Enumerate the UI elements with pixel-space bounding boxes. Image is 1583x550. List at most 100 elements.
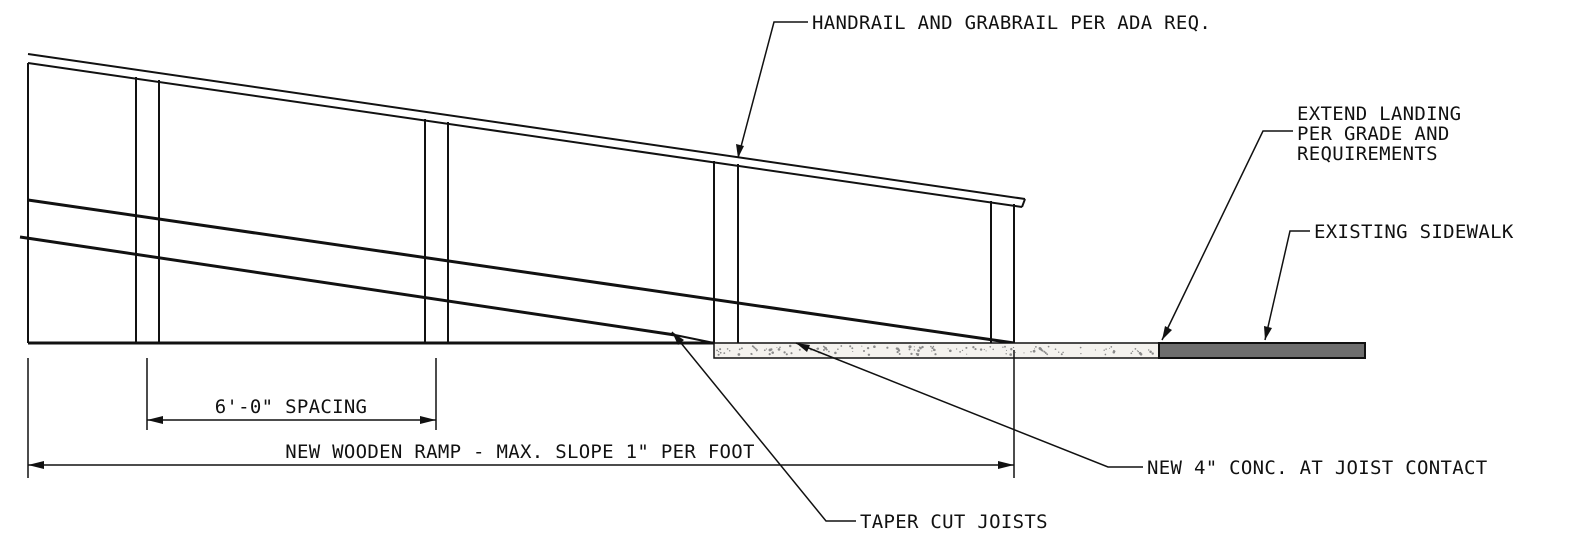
leader-landing (1161, 130, 1293, 341)
aggregate-dot (723, 352, 726, 354)
aggregate-dot (1112, 350, 1116, 354)
aggregate-dot (917, 349, 920, 352)
aggregate-dot (719, 348, 722, 351)
aggregate-dot (933, 349, 936, 351)
aggregate-dot (1110, 346, 1113, 348)
landing-label-line-2: PER GRADE AND (1297, 123, 1450, 145)
landing-label-line-1: EXTEND LANDING (1297, 103, 1461, 125)
aggregate-dot (919, 347, 922, 350)
leader-concrete (795, 342, 1143, 468)
aggregate-dot (1030, 351, 1032, 353)
aggregate-dot (948, 349, 952, 353)
aggregate-dot (1023, 352, 1025, 354)
aggregate-dot (1043, 350, 1046, 353)
aggregate-dot (770, 348, 773, 351)
aggregate-dot (961, 349, 964, 352)
aggregate-dot (790, 352, 793, 355)
aggregate-dot (1044, 352, 1047, 354)
aggregate-dot (921, 345, 924, 349)
aggregate-dot (1010, 348, 1013, 351)
aggregate-dot (763, 349, 766, 352)
aggregate-dot (1150, 351, 1152, 353)
aggregate-dot (1137, 350, 1139, 353)
aggregate-dot (913, 346, 915, 348)
aggregate-dot (755, 349, 758, 352)
aggregate-dot (1134, 348, 1137, 350)
aggregate-dot (765, 348, 767, 350)
aggregate-dot (896, 351, 899, 354)
aggregate-dot (837, 348, 839, 350)
aggregate-dot (840, 345, 843, 347)
leader-sidewalk (1264, 230, 1310, 341)
aggregate-dot (1079, 346, 1082, 349)
aggregate-dot (1131, 350, 1134, 353)
aggregate-dot (992, 348, 994, 351)
aggregate-dot (755, 348, 757, 350)
aggregate-dot (1062, 351, 1064, 354)
aggregate-dot (985, 350, 987, 352)
leader-handrail (736, 21, 808, 159)
aggregate-dot (828, 350, 830, 353)
aggregate-dot (1058, 351, 1060, 353)
rail-post (135, 77, 160, 343)
aggregate-dot (1033, 348, 1036, 350)
aggregate-dot (1032, 349, 1036, 353)
concrete-label: NEW 4" CONC. AT JOIST CONTACT (1147, 457, 1487, 479)
aggregate-dot (740, 347, 743, 350)
aggregate-dot (1147, 349, 1150, 351)
aggregate-dot (910, 352, 913, 356)
aggregate-dot (776, 347, 778, 348)
aggregate-dot (955, 348, 958, 350)
aggregate-dot (738, 348, 741, 351)
aggregate-dot (1041, 349, 1044, 352)
aggregate-dot (1004, 345, 1006, 348)
aggregate-dot (930, 345, 932, 348)
landing-label-line-3: REQUIREMENTS (1297, 143, 1438, 165)
aggregate-dot (972, 346, 975, 349)
aggregate-dot (918, 353, 920, 355)
aggregate-dot (768, 353, 771, 356)
handrail-label: HANDRAIL AND GRABRAIL PER ADA REQ. (812, 12, 1211, 34)
aggregate-dot (717, 353, 720, 356)
aggregate-dot (867, 353, 871, 357)
aggregate-dot (1094, 349, 1096, 351)
aggregate-dot (1002, 346, 1004, 348)
aggregate-dot (777, 348, 781, 351)
aggregate-dot (788, 344, 792, 348)
aggregate-dot (862, 349, 866, 353)
aggregate-dot (716, 349, 719, 352)
aggregate-dot (834, 351, 837, 355)
aggregate-dot (718, 351, 720, 353)
aggregate-dot (1009, 353, 1012, 356)
aggregate-dot (726, 348, 729, 350)
aggregate-dot (908, 348, 911, 351)
aggregate-dot (1047, 345, 1050, 348)
aggregate-dot (965, 346, 968, 349)
aggregate-dot (737, 353, 741, 356)
aggregate-dot (934, 353, 937, 356)
aggregate-dot (1138, 351, 1142, 355)
aggregate-dot (1136, 350, 1138, 352)
sidewalk-label: EXISTING SIDEWALK (1314, 221, 1514, 243)
aggregate-dot (974, 348, 977, 351)
aggregate-dot (908, 345, 912, 349)
aggregate-dot (1103, 349, 1105, 351)
aggregate-dot (1012, 346, 1015, 349)
aggregate-dot (771, 351, 774, 354)
aggregate-dot (989, 345, 992, 348)
rail-post (424, 119, 449, 343)
aggregate-dot (1109, 347, 1111, 349)
rail-post (713, 161, 739, 343)
aggregate-dot (897, 348, 900, 351)
aggregate-dot (816, 347, 819, 350)
aggregate-dot (751, 353, 753, 356)
aggregate-dot (1034, 345, 1037, 348)
aggregate-dot (931, 350, 933, 352)
aggregate-dot (959, 351, 961, 353)
aggregate-dot (1080, 352, 1082, 355)
ramp-length-dimension: NEW WOODEN RAMP - MAX. SLOPE 1" PER FOOT (27, 350, 1015, 478)
rail-post (990, 201, 1015, 343)
aggregate-dot (983, 348, 985, 351)
aggregate-dot (1054, 348, 1057, 351)
